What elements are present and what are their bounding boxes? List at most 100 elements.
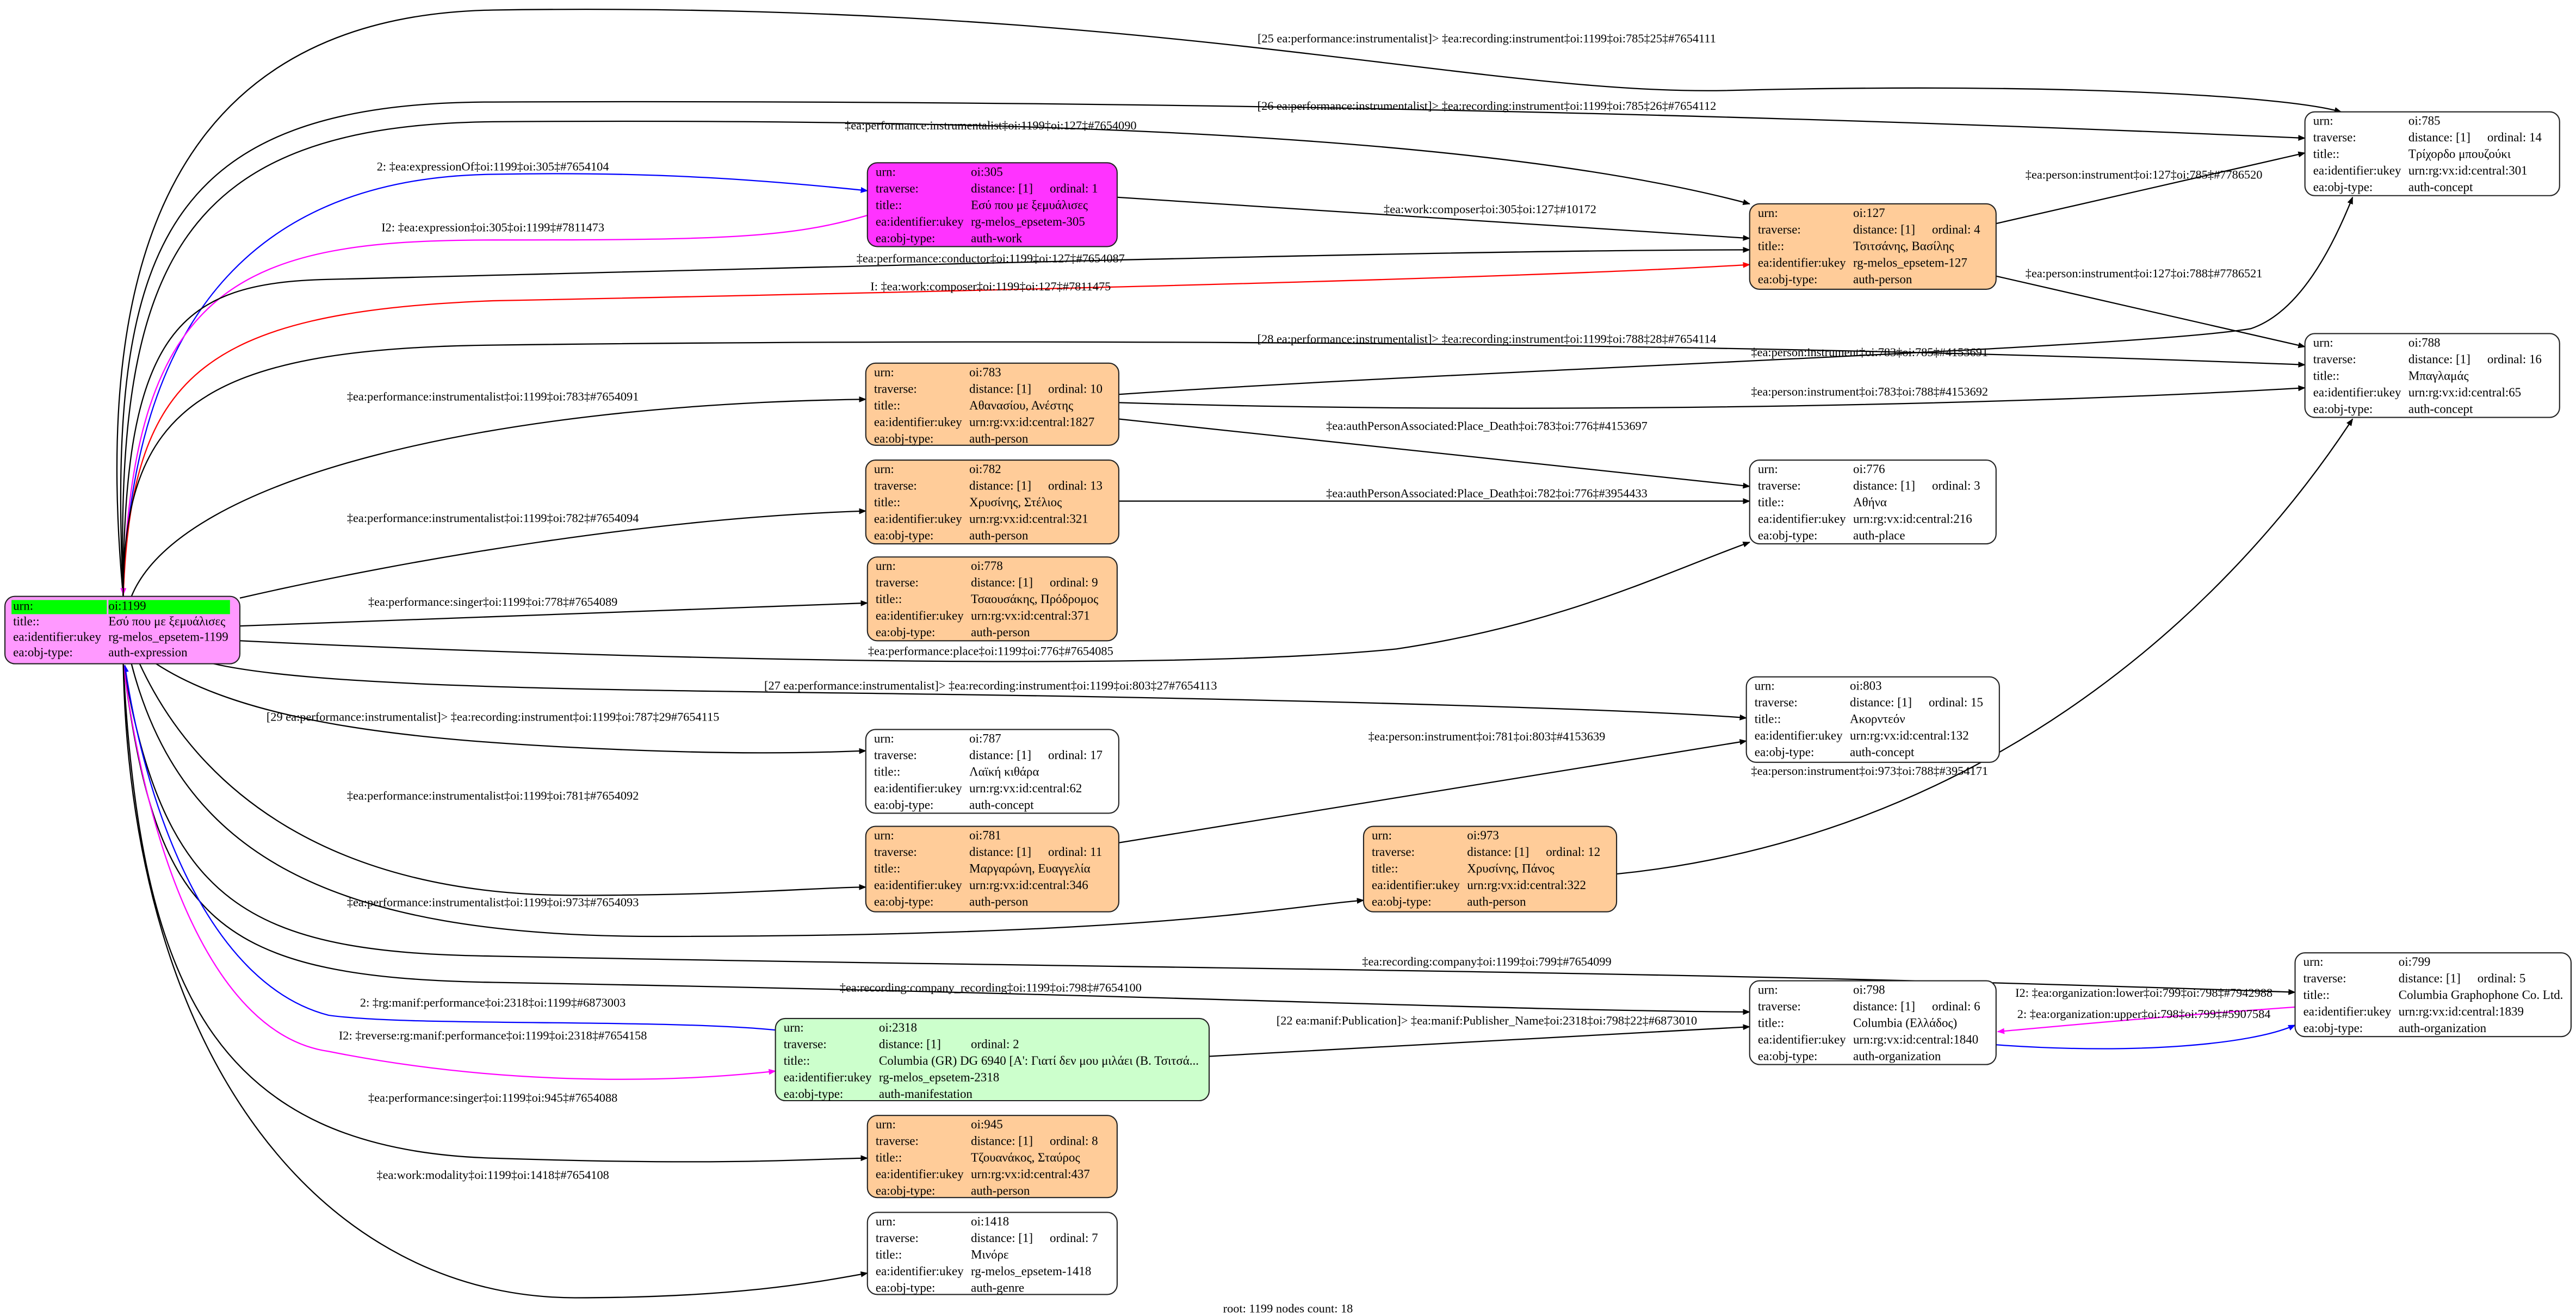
row-value-ukey: rg-melos_epsetem-127: [1853, 256, 1967, 269]
traverse-distance: distance: [1]: [2399, 972, 2461, 985]
edge-label: ‡ea:performance:conductor‡oi:1199‡oi:127…: [857, 252, 1125, 265]
edge-label: ‡ea:person:instrument‡oi:783‡oi:788‡#415…: [1751, 384, 1988, 398]
traverse-distance: distance: [1]: [971, 1134, 1033, 1148]
edge-arrow: [122, 120, 1751, 597]
row-label-ukey: ea:identifier:ukey: [1758, 512, 1846, 526]
row-value-title: Columbia Graphophone Co. Ltd.: [2399, 988, 2563, 1002]
node-box: [2304, 333, 2560, 418]
traverse-ordinal: ordinal: 10: [1048, 382, 1103, 395]
row-value-urn: oi:787: [969, 731, 1001, 745]
row-value-urn: oi:945: [971, 1118, 1003, 1131]
row-value-objtype: auth-organization: [1853, 1050, 1941, 1063]
row-value-urn: oi:305: [971, 165, 1003, 178]
row-label-ukey: ea:identifier:ukey: [2313, 386, 2401, 399]
row-label-title: title::: [1758, 239, 1784, 253]
row-value-objtype: auth-concept: [2408, 181, 2473, 194]
node-box: [1749, 980, 1997, 1065]
row-label-ukey: ea:identifier:ukey: [1758, 1033, 1846, 1046]
row-label-traverse: traverse:: [1758, 479, 1801, 493]
row-value-title: Χρυσίνης, Πάνος: [1467, 862, 1554, 876]
row-label-urn: urn:: [13, 599, 33, 613]
edge-arrow: [1997, 1006, 2295, 1034]
row-value-objtype: auth-person: [969, 529, 1029, 542]
row-value-title: Εσύ που με ξεμυάλισες: [108, 614, 225, 628]
node-box: [866, 162, 1118, 247]
edge-arrow: [1118, 418, 1751, 489]
row-label-traverse: traverse:: [874, 479, 917, 493]
edge-label: ‡ea:person:instrument‡oi:973‡oi:788‡#395…: [1751, 764, 1988, 778]
row-value-objtype: auth-expression: [108, 645, 188, 659]
edge-arrow: [131, 396, 867, 597]
traverse-distance: distance: [1]: [971, 1231, 1033, 1245]
row-label-ukey: ea:identifier:ukey: [876, 215, 964, 228]
traverse-distance: distance: [1]: [2408, 352, 2470, 366]
row-label-traverse: traverse:: [2313, 131, 2356, 144]
edge-arrow: [122, 665, 776, 1031]
row-value-title: Μαργαρώνη, Ευαγγελία: [969, 862, 1091, 876]
row-label-urn: urn:: [1758, 462, 1778, 476]
row-value-urn: oi:2318: [879, 1021, 917, 1034]
row-label-ukey: ea:identifier:ukey: [2303, 1005, 2392, 1019]
row-label-ukey: ea:identifier:ukey: [784, 1070, 872, 1084]
edge-arrow: [1118, 385, 2306, 409]
node-box: [866, 556, 1118, 642]
row-value-ukey: urn:rg:vx:id:central:1840: [1853, 1033, 1978, 1046]
edge-arrow: [122, 663, 2296, 995]
row-label-objtype: ea:obj-type:: [874, 432, 934, 445]
row-label-objtype: ea:obj-type:: [876, 625, 936, 639]
row-value-ukey: rg-melos_epsetem-305: [971, 215, 1085, 228]
edge-arrow: [116, 9, 2342, 597]
row-value-urn: oi:973: [1467, 829, 1499, 842]
node-box: [865, 362, 1119, 446]
row-label-ukey: ea:identifier:ukey: [874, 781, 962, 795]
edge-arrow: [156, 663, 867, 754]
edge-arrow: [122, 341, 2306, 597]
edge-label: 2: ‡ea:organization:upper‡oi:798‡oi:799‡…: [2017, 1007, 2271, 1021]
edge-label: ‡ea:performance:instrumentalist‡oi:1199‡…: [347, 511, 639, 525]
traverse-distance: distance: [1]: [1850, 696, 1912, 709]
row-label-title: title::: [876, 592, 902, 606]
row-label-objtype: ea:obj-type:: [784, 1087, 844, 1101]
footer-status: root: 1199 nodes count: 18: [1223, 1302, 1353, 1315]
edge-arrow: [122, 663, 869, 1299]
row-label-title: title::: [1758, 1016, 1784, 1030]
row-value-ukey: urn:rg:vx:id:central:321: [969, 512, 1088, 526]
row-label-traverse: traverse:: [874, 845, 917, 859]
traverse-ordinal: ordinal: 14: [2487, 131, 2542, 144]
row-value-urn: oi:785: [2408, 114, 2441, 128]
traverse-ordinal: ordinal: 3: [1932, 479, 1980, 493]
row-value-ukey: urn:rg:vx:id:central:1839: [2399, 1005, 2524, 1019]
row-label-urn: urn:: [1758, 983, 1778, 997]
row-value-urn: oi:1199: [108, 599, 146, 613]
row-label-ukey: ea:identifier:ukey: [1755, 729, 1843, 742]
traverse-distance: distance: [1]: [1853, 222, 1915, 236]
row-label-traverse: traverse:: [1372, 845, 1415, 859]
edge-labels-layer: [25 ea:performance:instrumentalist]> ‡ea…: [267, 32, 2272, 1182]
row-value-ukey: urn:rg:vx:id:central:322: [1467, 878, 1586, 892]
traverse-ordinal: ordinal: 7: [1050, 1231, 1098, 1245]
row-label-traverse: traverse:: [2313, 352, 2356, 366]
row-value-objtype: auth-concept: [1850, 746, 1915, 759]
row-value-ukey: urn:rg:vx:id:central:62: [969, 781, 1082, 795]
row-label-urn: urn:: [874, 365, 894, 379]
